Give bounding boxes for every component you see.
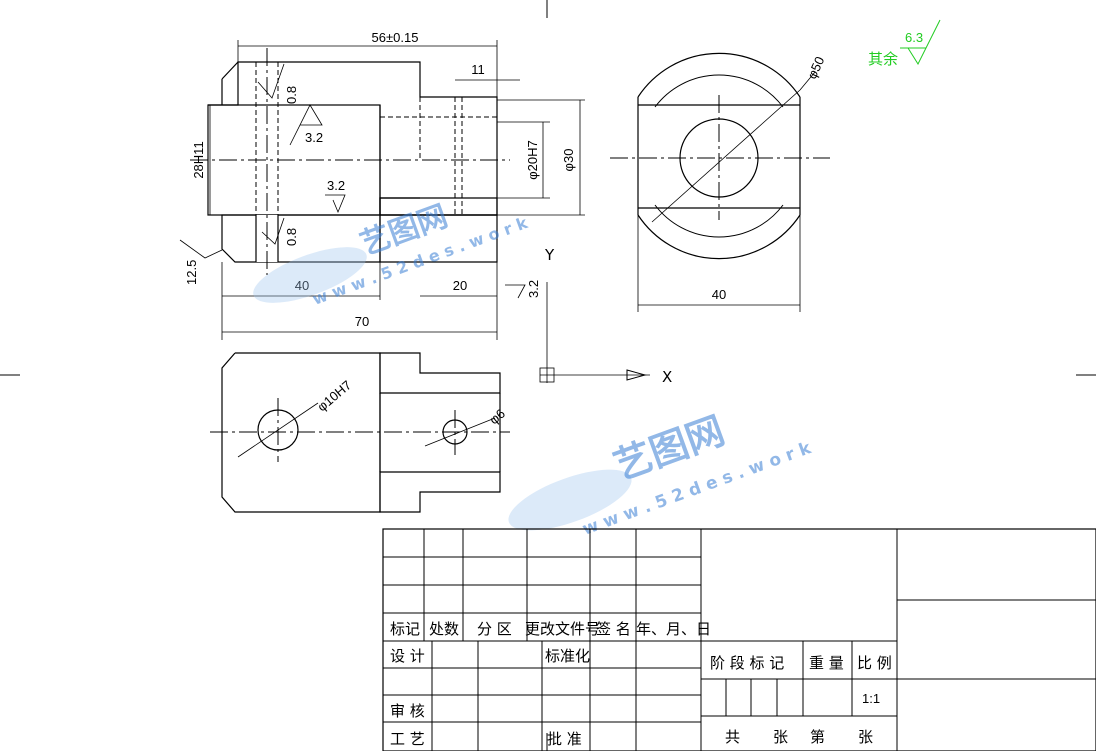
roughness-general-value: 6.3 (905, 30, 923, 45)
roughness-r1: 0.8 (284, 86, 299, 104)
label-change-doc: 更改文件号 (525, 620, 600, 638)
axis-y-label: Y (544, 246, 555, 264)
label-weight: 重 量 (809, 654, 844, 672)
roughness-r4: 0.8 (284, 228, 299, 246)
label-sheet-no: 第 (810, 728, 825, 746)
label-stage-mark: 阶 段 标 记 (710, 654, 784, 672)
label-approve: 批 准 (547, 730, 582, 748)
label-count: 处数 (429, 620, 459, 638)
label-sheets: 张 (773, 728, 788, 746)
label-total: 共 (725, 728, 740, 746)
roughness-r5: 12.5 (184, 260, 199, 285)
side-view: φ50 40 (610, 52, 830, 312)
dim-slot-width: 11 (471, 62, 485, 77)
watermark-2: 艺图网 w w w . 5 2 d e s . w o r k (508, 408, 814, 540)
label-standardize: 标准化 (545, 647, 590, 665)
dim-outer-dia: φ30 (561, 149, 576, 172)
label-zone: 分 区 (477, 620, 512, 638)
roughness-r6: 3.2 (526, 280, 541, 298)
roughness-marks: 0.8 3.2 3.2 0.8 12.5 3.2 其余 6.3 (179, 19, 941, 299)
dim-side-dia: φ50 (804, 54, 827, 81)
dim-hole-dia: φ10H7 (314, 377, 354, 414)
dim-len-70: 70 (355, 314, 369, 329)
roughness-general-prefix: 其余 (868, 50, 898, 68)
label-mark: 标记 (390, 620, 420, 638)
dim-bore-height: 28H11 (191, 141, 206, 178)
label-sheets2: 张 (858, 728, 873, 746)
top-view: φ10H7 φ6 (210, 352, 510, 513)
coordinate-axes: Y X (539, 246, 672, 386)
scale-value: 1:1 (862, 691, 880, 706)
title-block: 标记 处数 分 区 更改文件号 签 名 年、月、日 设 计 标准化 审 核 工 … (382, 528, 1096, 751)
axis-x-label: X (662, 368, 672, 386)
label-scale: 比 例 (857, 654, 892, 672)
roughness-r3: 3.2 (327, 178, 345, 193)
label-date: 年、月、日 (636, 620, 711, 638)
dim-small-hole: φ6 (486, 406, 508, 428)
watermark-1: 艺图网 w w w . 5 2 d e s . w o r k (253, 199, 530, 309)
label-design: 设 计 (390, 647, 425, 665)
front-dimensions: 56±0.15 11 28H11 φ20H7 φ30 40 20 70 (191, 30, 585, 340)
dim-len-20: 20 (453, 278, 467, 293)
roughness-r2: 3.2 (305, 130, 323, 145)
dim-len-40: 40 (295, 278, 309, 293)
dim-bore-dia: φ20H7 (525, 140, 540, 180)
dim-side-width: 40 (712, 287, 726, 302)
dim-overall-length: 56±0.15 (372, 30, 419, 45)
label-process: 工 艺 (390, 730, 425, 748)
label-sign: 签 名 (596, 620, 631, 638)
label-review: 审 核 (390, 702, 425, 720)
